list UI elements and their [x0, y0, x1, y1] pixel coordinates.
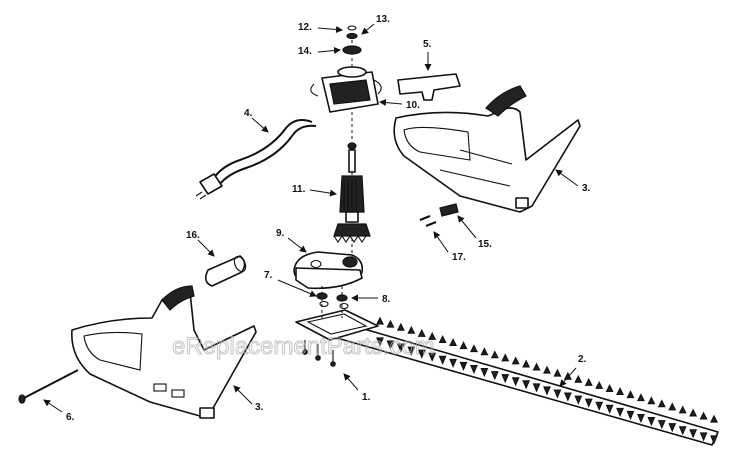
callout-part-9: 9.	[276, 228, 285, 239]
callout-part-11: 11.	[292, 184, 306, 195]
housing-half-left	[71, 285, 257, 419]
callout-part-7: 7.	[264, 270, 273, 281]
callout-part-6: 6.	[66, 412, 75, 423]
cutting-blade	[329, 316, 719, 446]
callout-part-16: 16.	[186, 230, 200, 241]
assembly-screw	[18, 369, 79, 404]
gear-housing	[293, 251, 364, 290]
washers-and-pins	[316, 286, 349, 318]
handle-tube	[204, 255, 247, 287]
callout-part-8: 8.	[382, 294, 391, 305]
callout-part-2: 2.	[578, 354, 587, 365]
callout-part-4: 4.	[244, 108, 253, 119]
callout-part-17: 17.	[452, 252, 466, 263]
callout-part-1: 1.	[362, 392, 371, 403]
callout-part-15: 15.	[478, 239, 492, 250]
motor-field	[310, 25, 382, 113]
callout-part-3-right: 3.	[582, 183, 591, 194]
callout-part-5: 5.	[423, 39, 432, 50]
callout-part-12: 12.	[298, 22, 312, 33]
callout-part-3-left: 3.	[255, 402, 264, 413]
switch-trigger	[397, 73, 461, 101]
watermark: eReplacementParts.com	[172, 333, 435, 360]
housing-half-right	[393, 85, 581, 213]
callouts: 1. 2. 3. 3. 4. 5. 6. 7. 8. 9. 10. 11.	[43, 14, 591, 423]
callout-part-13: 13.	[376, 14, 390, 25]
callout-part-14: 14.	[298, 46, 312, 57]
callout-part-10: 10.	[406, 100, 420, 111]
switch-contacts	[419, 203, 459, 228]
power-cord	[195, 119, 317, 200]
blade-mounting-plate	[295, 309, 379, 367]
